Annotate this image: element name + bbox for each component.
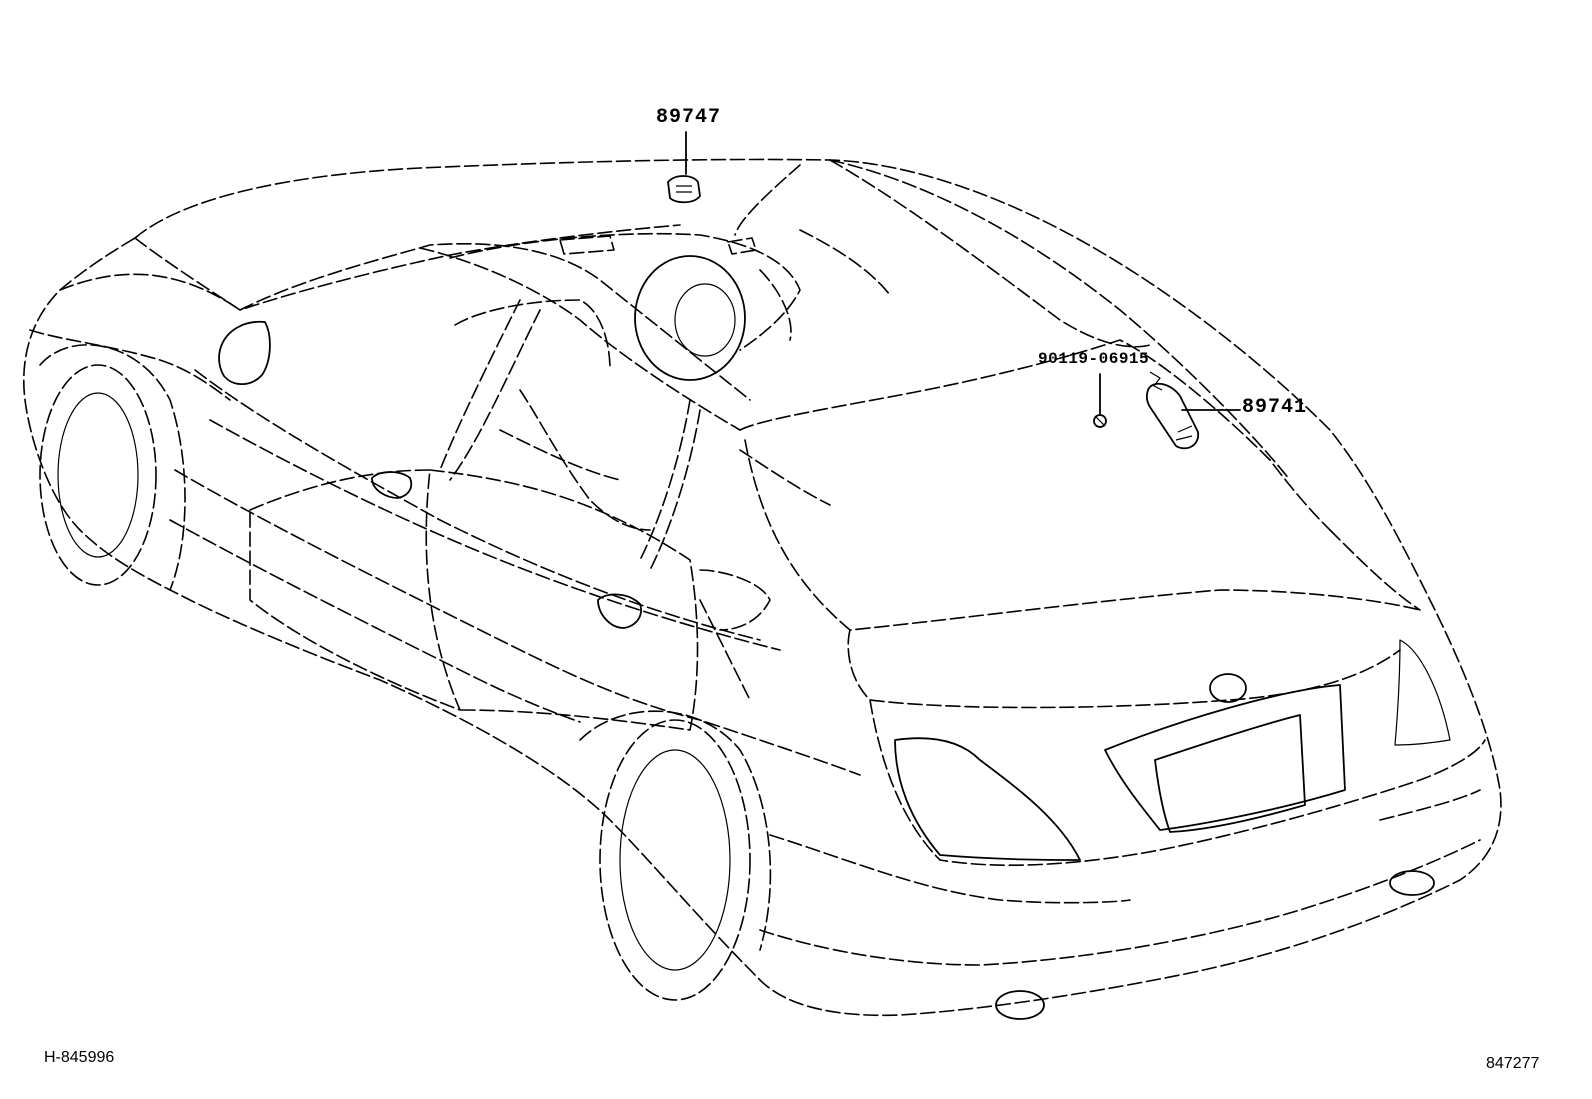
rear-seat bbox=[699, 569, 771, 631]
exhaust-right bbox=[1389, 870, 1435, 896]
b-pillar bbox=[439, 299, 521, 471]
side-molding bbox=[174, 469, 861, 776]
steering-wheel bbox=[634, 255, 746, 381]
sensor-89741 bbox=[1145, 382, 1199, 450]
tail-light-left bbox=[894, 737, 1081, 861]
license-plate-recess bbox=[1104, 684, 1346, 831]
rear-door bbox=[429, 469, 699, 731]
windshield bbox=[239, 242, 751, 401]
screw-90119 bbox=[1093, 414, 1107, 428]
rear-emblem bbox=[1209, 673, 1247, 703]
exhaust-left bbox=[995, 990, 1045, 1020]
rear-window bbox=[739, 339, 1331, 531]
rear-wheel bbox=[599, 719, 751, 1001]
rear-bumper bbox=[869, 699, 1486, 866]
diagram-reference-left: H-845996 bbox=[44, 1049, 115, 1066]
front-door bbox=[249, 469, 461, 711]
c-pillar bbox=[639, 399, 691, 561]
callout-90119-06915: 90119-06915 bbox=[1038, 350, 1150, 368]
side-mirror bbox=[218, 320, 271, 386]
dashboard bbox=[449, 232, 801, 351]
tail-light-right bbox=[1394, 639, 1451, 746]
front-door-handle bbox=[371, 471, 413, 499]
hood-line bbox=[134, 224, 681, 311]
sensor-89747 bbox=[667, 175, 701, 204]
license-plate bbox=[1154, 714, 1306, 833]
rear-door-handle bbox=[597, 593, 642, 629]
callout-89741: 89741 bbox=[1242, 396, 1308, 419]
diagram-reference-right: 847277 bbox=[1486, 1055, 1540, 1072]
car-body-outline bbox=[22, 158, 1502, 1017]
trunk-lid bbox=[744, 439, 1421, 631]
center-console bbox=[519, 389, 651, 531]
callout-89747: 89747 bbox=[656, 106, 722, 129]
front-wheel bbox=[39, 364, 157, 586]
